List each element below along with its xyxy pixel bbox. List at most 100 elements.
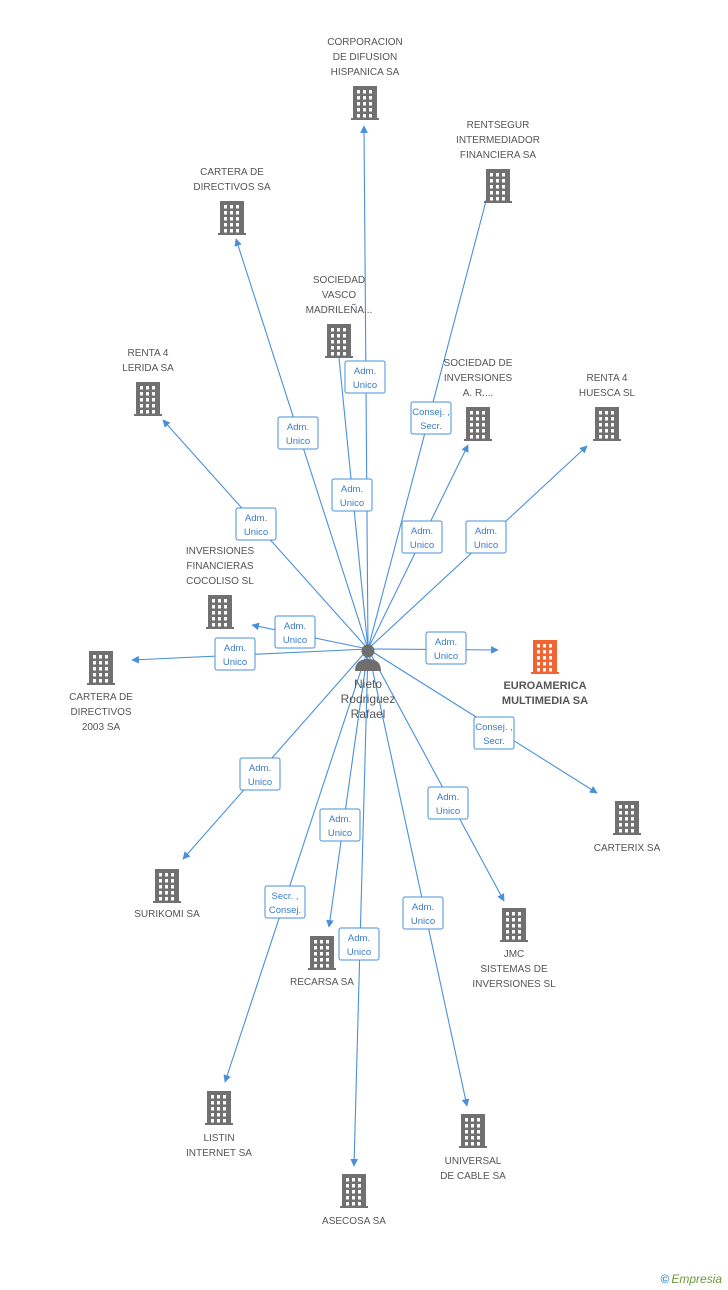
svg-text:Adm.Unico: Adm.Unico [434,637,458,662]
edge-label-n15[interactable]: Secr. ,Consej. [264,885,306,919]
company-label: SURIKOMI SA [134,909,200,920]
edge-label-n8[interactable]: Adm.Unico [274,615,316,649]
company-node-n13[interactable]: RECARSA SA [290,936,354,988]
svg-text:Adm.Unico: Adm.Unico [248,763,272,788]
edge-line-n14 [367,648,505,902]
building-icon [205,1091,233,1125]
svg-text:Consej. ,Secr.: Consej. ,Secr. [475,722,513,747]
brand-logo: ©Empresia [660,1272,722,1286]
company-node-n12[interactable]: SURIKOMI SA [134,869,200,920]
building-icon [87,651,115,685]
svg-text:Adm.Unico: Adm.Unico [411,902,435,927]
building-icon [351,86,379,120]
svg-text:Secr. ,Consej.: Secr. ,Consej. [269,891,301,916]
edge-label-n14[interactable]: Adm.Unico [427,786,469,820]
svg-text:Adm.Unico: Adm.Unico [244,513,268,538]
edge-line-n17 [350,648,369,1167]
edge-line-n13 [326,648,369,928]
svg-text:Adm.Unico: Adm.Unico [436,792,460,817]
svg-text:Adm.Unico: Adm.Unico [340,484,364,509]
svg-text:Adm.Unico: Adm.Unico [474,526,498,551]
person-icon [355,644,381,671]
edge-label-n3[interactable]: Adm.Unico [277,416,319,450]
edge-label-n2[interactable]: Consej. ,Secr. [410,401,452,435]
building-icon [593,407,621,441]
svg-text:Adm.Unico: Adm.Unico [223,643,247,668]
edge-label-n1[interactable]: Adm.Unico [344,360,386,394]
building-icon [613,801,641,835]
edge-line-n15 [223,648,369,1083]
edge-label-n7[interactable]: Adm.Unico [465,520,507,554]
building-icon [459,1114,487,1148]
company-node-n17[interactable]: ASECOSA SA [322,1174,386,1227]
edge-line-n16 [367,648,470,1107]
edge-label-n4[interactable]: Adm.Unico [331,478,373,512]
building-icon [206,595,234,629]
building-icon [153,869,181,903]
copyright-icon: © [660,1272,670,1286]
building-icon [531,640,559,674]
edge-label-n16[interactable]: Adm.Unico [402,896,444,930]
svg-text:Adm.Unico: Adm.Unico [410,526,434,551]
edge-label-n10[interactable]: Adm.Unico [425,631,467,665]
edge-label-n17[interactable]: Adm.Unico [338,927,380,961]
building-icon [500,908,528,942]
building-icon [484,169,512,203]
building-icon [340,1174,368,1208]
edge-label-n11[interactable]: Consej. ,Secr. [473,716,515,750]
svg-text:Adm.Unico: Adm.Unico [347,933,371,958]
company-label: RECARSA SA [290,977,354,988]
brand-name: Empresia [671,1272,722,1286]
svg-text:Adm.Unico: Adm.Unico [328,814,352,839]
svg-text:Adm.Unico: Adm.Unico [283,621,307,646]
company-label: ASECOSA SA [322,1216,386,1227]
building-icon [218,201,246,235]
company-label: CARTERIX SA [594,843,661,854]
edge-label-n6[interactable]: Adm.Unico [401,520,443,554]
building-icon [464,407,492,441]
company-node-n11[interactable]: CARTERIX SA [594,801,661,854]
edge-label-n5[interactable]: Adm.Unico [235,507,277,541]
building-icon [325,324,353,358]
building-icon [134,382,162,416]
svg-text:Adm.Unico: Adm.Unico [353,366,377,391]
edge-line-n12 [182,648,369,860]
edge-label-n13[interactable]: Adm.Unico [319,808,361,842]
building-icon [308,936,336,970]
svg-text:Adm.Unico: Adm.Unico [286,422,310,447]
edge-label-n9[interactable]: Adm.Unico [214,637,256,671]
svg-text:Consej. ,Secr.: Consej. ,Secr. [412,407,450,432]
edge-label-n12[interactable]: Adm.Unico [239,757,281,791]
